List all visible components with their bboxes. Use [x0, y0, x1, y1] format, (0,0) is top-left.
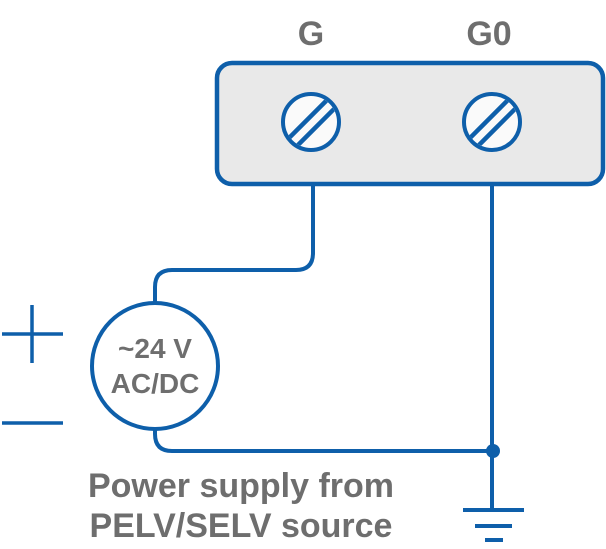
caption-line2: PELV/SELV source	[90, 507, 393, 545]
plus-polarity-icon	[2, 305, 63, 363]
earth-ground-icon	[463, 508, 524, 542]
junction-dot-icon	[486, 444, 500, 458]
terminal-block	[214, 60, 606, 187]
wire-g	[153, 182, 315, 303]
power-source-voltage: ~24 V	[118, 333, 192, 364]
screw-g-head	[281, 92, 341, 152]
screw-g-slot	[285, 96, 337, 148]
screw-g0-slot	[466, 96, 518, 148]
terminal-label-g: G	[298, 15, 324, 53]
screw-terminal-g-icon	[281, 92, 341, 152]
terminal-label-g0: G0	[466, 15, 511, 53]
screw-g0-head	[462, 92, 522, 152]
power-source-circle	[90, 301, 220, 431]
power-source-current-type: AC/DC	[111, 368, 200, 399]
screw-terminal-g0-icon	[462, 92, 522, 152]
wire-supply-return	[153, 429, 493, 453]
caption-line1: Power supply from	[88, 467, 394, 505]
